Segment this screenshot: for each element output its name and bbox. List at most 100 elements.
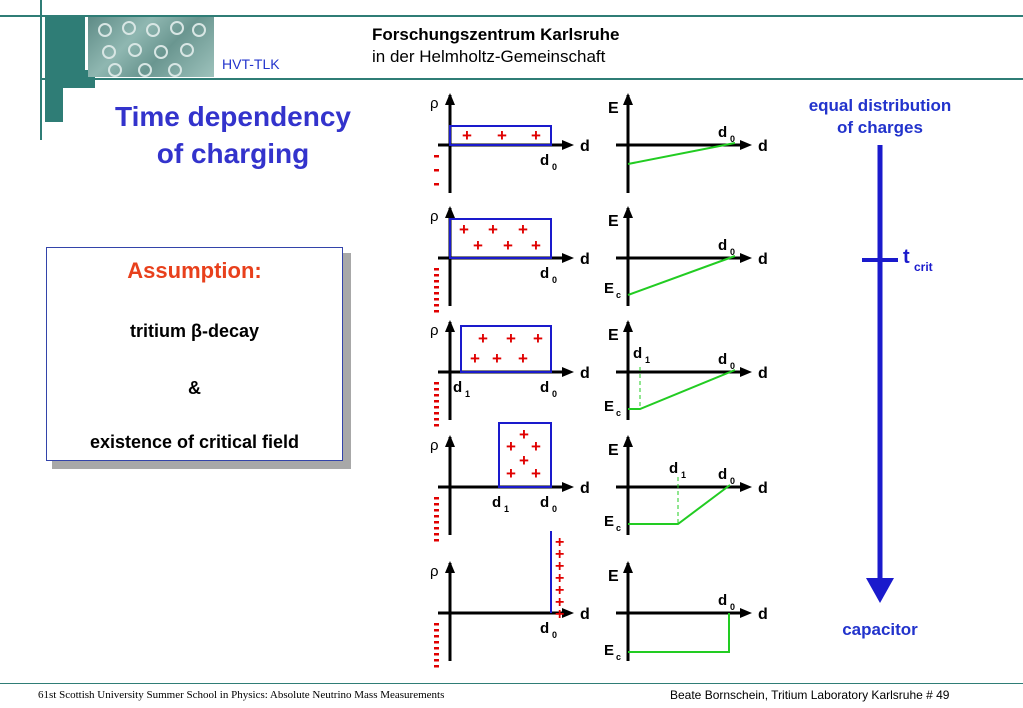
rho-d0-label: d: [540, 620, 549, 637]
axis-arrow-right: [740, 367, 752, 377]
axis-arrow-up: [445, 206, 455, 218]
negative-charge: [434, 635, 439, 638]
positive-charge: +: [533, 329, 543, 348]
charge-box: [498, 422, 552, 488]
rho-d0-label: d: [540, 379, 549, 396]
positive-charge: +: [473, 236, 483, 255]
e-d0-label: d: [718, 351, 727, 368]
timeline-bottom-label: capacitor: [842, 620, 918, 639]
assumption-box: Assumption: tritium β-decay & existence …: [46, 247, 343, 461]
axis-arrow-up: [445, 320, 455, 332]
axis-arrow-up: [623, 561, 633, 573]
title-line-1: Time dependency: [114, 101, 351, 132]
rho-d0-label: d: [540, 152, 549, 169]
rho-label: ρ: [430, 322, 439, 339]
positive-charge: +: [531, 236, 541, 255]
rho-d1-label: d: [492, 494, 501, 511]
axis-arrow-up: [445, 93, 455, 105]
negative-charge: [434, 497, 439, 500]
axis-arrow-right: [740, 608, 752, 618]
axis-arrow-right: [562, 253, 574, 263]
positive-charge: +: [555, 606, 564, 623]
positive-charge: +: [555, 582, 564, 599]
negative-charge: [434, 292, 439, 295]
ec-label: E: [604, 280, 614, 297]
d-axis-label: d: [580, 365, 590, 382]
d-axis-label: d: [580, 480, 590, 497]
e-d0-label-subscript: 0: [730, 602, 735, 612]
e-axis-label: E: [608, 213, 619, 230]
axis-arrow-up: [445, 561, 455, 573]
negative-charge: [434, 183, 439, 186]
axis-arrow-up: [623, 93, 633, 105]
negative-charge: [434, 280, 439, 283]
positive-charge: +: [555, 570, 564, 587]
assumption-heading: Assumption:: [127, 258, 262, 283]
negative-charge: [434, 665, 439, 668]
axis-arrow-right: [740, 140, 752, 150]
e-d1-label: d: [669, 460, 678, 477]
ec-label: E: [604, 513, 614, 530]
field-line: [628, 484, 731, 525]
positive-charge: +: [462, 126, 472, 145]
positive-charge: +: [518, 220, 528, 239]
negative-charge: [434, 629, 439, 632]
rho-label: ρ: [430, 208, 439, 225]
assumption-line-2: &: [188, 378, 201, 398]
d-axis-label: d: [580, 606, 590, 623]
rho-d0-label-subscript: 0: [552, 389, 557, 399]
rho-d0-label-subscript: 0: [552, 162, 557, 172]
negative-charge: [434, 286, 439, 289]
rho-d0-label-subscript: 0: [552, 275, 557, 285]
negative-charge: [434, 388, 439, 391]
rho-label: ρ: [430, 95, 439, 112]
negative-charge: [434, 310, 439, 313]
rho-label: ρ: [430, 563, 439, 580]
ec-label-subscript: c: [616, 408, 621, 418]
negative-charge: [434, 653, 439, 656]
negative-charge: [434, 527, 439, 530]
rho-label: ρ: [430, 437, 439, 454]
negative-charge: [434, 412, 439, 415]
rho-d1-label-subscript: 1: [465, 389, 470, 399]
positive-charge: +: [503, 236, 513, 255]
negative-charge: [434, 394, 439, 397]
footer-right: Beate Bornschein, Tritium Laboratory Kar…: [670, 688, 950, 702]
e-d0-label: d: [718, 124, 727, 141]
axis-arrow-right: [740, 482, 752, 492]
axis-arrow-right: [740, 253, 752, 263]
positive-charge: +: [470, 349, 480, 368]
axis-arrow-up: [623, 435, 633, 447]
e-d0-label: d: [718, 237, 727, 254]
e-d0-label-subscript: 0: [730, 134, 735, 144]
e-d0-label: d: [718, 592, 727, 609]
e-d1-label-subscript: 1: [645, 355, 650, 365]
positive-charge: +: [492, 349, 502, 368]
logo-block-top: [45, 16, 85, 78]
charge-box: [449, 125, 552, 146]
ec-label-subscript: c: [616, 290, 621, 300]
charge-box: [460, 325, 552, 373]
negative-charge: [434, 647, 439, 650]
negative-charge: [434, 304, 439, 307]
negative-charge: [434, 623, 439, 626]
axis-arrow-up: [623, 206, 633, 218]
positive-charge: +: [531, 464, 541, 483]
axis-arrow-right: [562, 608, 574, 618]
negative-charge: [434, 509, 439, 512]
negative-charge: [434, 400, 439, 403]
footer-left: 61st Scottish University Summer School i…: [38, 689, 445, 701]
negative-charge: [434, 641, 439, 644]
positive-charge: +: [488, 220, 498, 239]
header-rule: [0, 15, 1023, 17]
ec-label: E: [604, 642, 614, 659]
positive-charge: +: [531, 437, 541, 456]
negative-charge: [434, 418, 439, 421]
negative-charge: [434, 659, 439, 662]
positive-charge: +: [555, 558, 564, 575]
field-line: [628, 369, 736, 410]
left-rule: [40, 0, 42, 140]
axis-arrow-right: [562, 482, 574, 492]
negative-charge: [434, 533, 439, 536]
slide-title: Time dependency of charging: [88, 98, 378, 172]
